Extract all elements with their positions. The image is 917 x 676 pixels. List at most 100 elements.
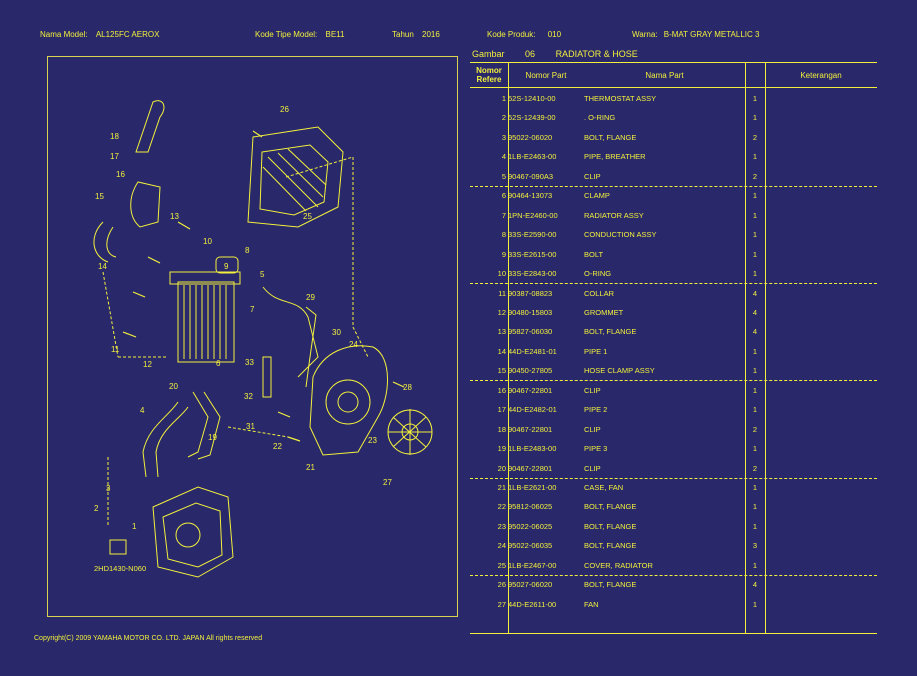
group-separator (470, 185, 877, 187)
part-number-cell: 95827-06030 (508, 327, 553, 337)
color-info: Warna: B-MAT GRAY METALLIC 3 (632, 30, 759, 39)
part-number-cell: 95022-06035 (508, 541, 553, 551)
part-number-cell: 90467-090A3 (508, 171, 554, 181)
callout-21: 21 (306, 463, 315, 472)
callout-22: 22 (273, 442, 282, 451)
part-number-cell: 90464-13073 (508, 191, 553, 201)
product-label: Kode Produk: (487, 30, 536, 39)
part-number-cell: 44D-E2482-01 (508, 405, 557, 415)
part-name-cell: HOSE CLAMP ASSY (584, 366, 655, 376)
parts-table: Nomor Refere Nomor Part Nama Part Ketera… (470, 62, 877, 634)
ref-cell: 20 (497, 463, 506, 473)
product-info: Kode Produk: 010 (487, 30, 561, 39)
section-name: RADIATOR & HOSE (555, 49, 638, 59)
ref-cell: 11 (498, 288, 506, 298)
part-name-cell: PIPE, BREATHER (584, 152, 646, 162)
qty-cell: 1 (752, 521, 758, 531)
part-number-cell: 33S-E2590-00 (508, 230, 557, 240)
header-part-number: Nomor Part (525, 70, 567, 80)
ref-cell: 24 (497, 541, 506, 551)
part-name-cell: PIPE 1 (584, 346, 608, 356)
callout-11: 11 (111, 345, 120, 354)
radiator-core (177, 281, 235, 363)
part-number-cell: 33S-E2615-00 (508, 249, 557, 259)
part-number-cell: 95027-06020 (508, 580, 553, 590)
table-header: Nomor Refere Nomor Part Nama Part Ketera… (470, 62, 877, 88)
qty-cell: 2 (752, 424, 758, 434)
ref-cell: 16 (497, 385, 506, 395)
callout-1: 1 (132, 522, 137, 531)
model-label: Nama Model: (40, 30, 88, 39)
callout-23: 23 (368, 436, 377, 445)
part-name-cell: RADIATOR ASSY (584, 210, 644, 220)
qty-cell: 2 (752, 463, 758, 473)
part-number-cell: 90450-27805 (508, 366, 553, 376)
group-separator (470, 380, 877, 382)
qty-cell: 1 (752, 346, 758, 356)
col-divider (765, 62, 766, 633)
callout-33: 33 (245, 358, 254, 367)
ref-cell: 22 (497, 502, 506, 512)
header-ref: Nomor Refere (476, 66, 502, 84)
ref-cell: 5 (501, 171, 506, 181)
ref-cell: 25 (497, 560, 506, 570)
qty-cell: 1 (752, 502, 758, 512)
qty-cell: 1 (752, 152, 758, 162)
part-name-cell: BOLT, FLANGE (584, 541, 637, 551)
part-number-cell: 44D-E2481-01 (508, 346, 557, 356)
section-label: Gambar (472, 49, 505, 59)
part-name-cell: O-RING (584, 269, 612, 279)
ref-cell: 21 (497, 483, 506, 492)
part-number-cell: 33S-E2843-00 (508, 269, 557, 279)
callout-12: 12 (143, 360, 152, 369)
qty-cell: 2 (752, 132, 758, 142)
part-number-cell: 44D-E2611-00 (508, 599, 557, 609)
callout-14: 14 (98, 262, 107, 271)
qty-cell: 1 (752, 210, 758, 220)
qty-cell: 1 (752, 405, 758, 415)
ref-cell: 7 (501, 210, 506, 220)
diagram-code: 2HD1430-N060 (94, 564, 146, 573)
part-name-cell: CONDUCTION ASSY (584, 230, 657, 240)
callout-20: 20 (169, 382, 178, 391)
ref-cell: 3 (501, 132, 506, 142)
qty-cell: 1 (752, 483, 758, 492)
part-number-cell: 1LB-E2467-00 (508, 560, 557, 570)
ref-cell: 26 (497, 580, 506, 590)
callout-19: 19 (208, 433, 217, 442)
type-value: BE11 (325, 30, 345, 39)
part-name-cell: PIPE 2 (584, 405, 608, 415)
section-number: 06 (525, 49, 536, 59)
color-value: B-MAT GRAY METALLIC 3 (663, 30, 760, 39)
part-number-cell: 52S-12410-00 (508, 94, 556, 103)
ref-cell: 10 (497, 269, 506, 279)
exploded-diagram[interactable]: 1 2 3 4 5 6 7 8 9 10 11 12 13 14 15 16 1… (47, 56, 458, 617)
